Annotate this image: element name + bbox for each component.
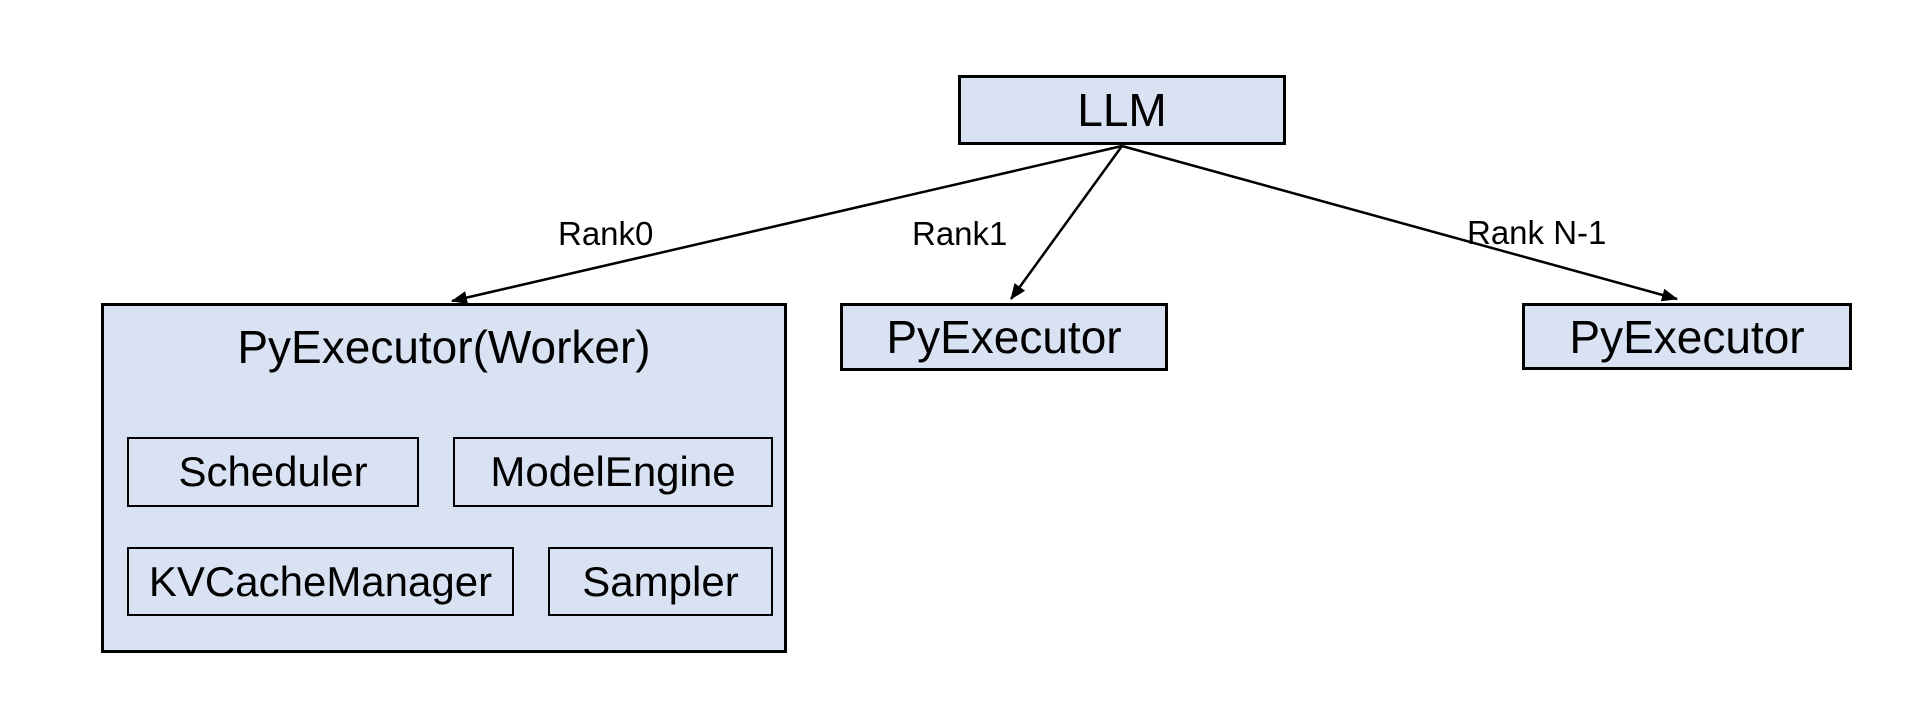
- node-llm-label: LLM: [1077, 84, 1167, 136]
- subnode-modelengine-label: ModelEngine: [490, 448, 736, 495]
- subnode-sampler: Sampler: [548, 547, 773, 616]
- edge-label-rank1: Rank1: [912, 215, 1008, 252]
- subnode-scheduler-label: Scheduler: [178, 448, 368, 495]
- edge-label-rank-n-1: Rank N-1: [1467, 214, 1607, 251]
- node-pyexecutor-worker: PyExecutor(Worker) Scheduler ModelEngine…: [101, 303, 787, 653]
- node-llm: LLM: [958, 75, 1286, 145]
- edge-rank1-arrow: [1009, 145, 1124, 300]
- edge-label-rank0: Rank0: [558, 215, 654, 252]
- edge-rank0-arrow: [451, 144, 1123, 304]
- node-pyexecutor-rank1: PyExecutor: [840, 303, 1168, 371]
- subnode-sampler-label: Sampler: [582, 557, 739, 605]
- subnode-kvcachemanager: KVCacheManager: [127, 547, 514, 616]
- node-pyexecutor-rank1-label: PyExecutor: [886, 311, 1122, 363]
- node-pyexecutor-rank-n-1: PyExecutor: [1522, 303, 1852, 370]
- node-pyexecutor-rank-n-1-label: PyExecutor: [1569, 310, 1805, 363]
- subnode-modelengine: ModelEngine: [453, 437, 773, 507]
- node-pyexecutor-worker-label: PyExecutor(Worker): [237, 321, 651, 373]
- subnode-scheduler: Scheduler: [127, 437, 419, 507]
- edge-rank-n-1-arrow: [1121, 144, 1678, 302]
- subnode-kvcachemanager-label: KVCacheManager: [148, 557, 493, 605]
